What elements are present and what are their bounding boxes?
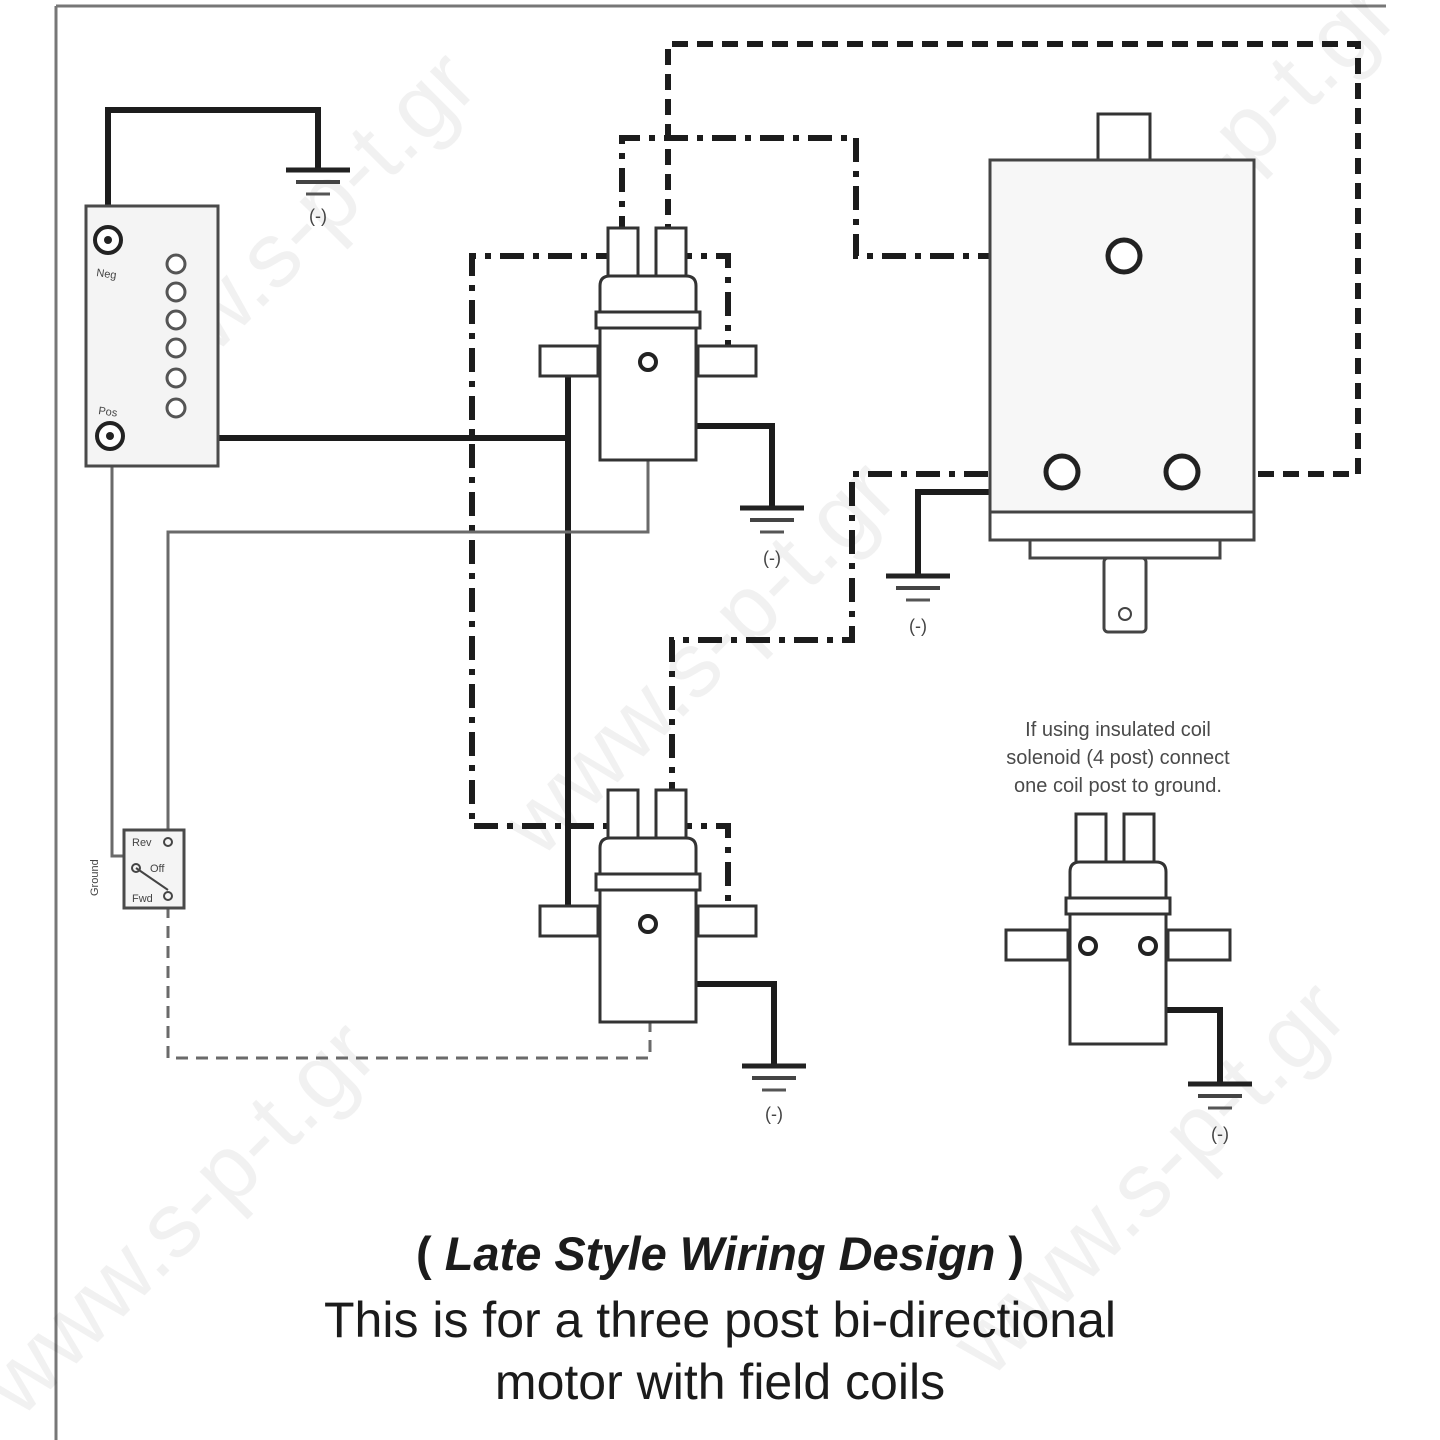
caption-title: ( Late Style Wiring Design )	[0, 1226, 1440, 1281]
note-line-2: solenoid (4 post) connect	[1006, 747, 1230, 769]
caption-line-2: motor with field coils	[494, 1354, 946, 1410]
caption-open-paren: (	[415, 1227, 432, 1280]
top-solenoid-right-post	[696, 344, 758, 378]
note-line-3: one coil post to ground.	[1014, 775, 1222, 797]
strip-terminal-4	[165, 337, 187, 359]
top-solenoid-stud-left	[606, 226, 640, 282]
switch-off-label: Off	[150, 863, 165, 875]
note-solenoid-coil-post-2	[1138, 936, 1158, 956]
top-solenoid-ground-wire	[696, 423, 775, 508]
strip-terminal-2	[165, 281, 187, 303]
ground-label-note: (-)	[1211, 1124, 1229, 1144]
motor-top-shaft	[1096, 112, 1152, 164]
field-wire-bottom	[669, 471, 1060, 806]
ground-symbol-top-solenoid: (-)	[740, 505, 804, 568]
solenoid-loop-wire	[469, 253, 620, 829]
ground-symbol-bottom-solenoid: (-)	[742, 1063, 806, 1124]
bottom-solenoid-right-post	[696, 904, 758, 938]
field-wire-top	[665, 41, 1361, 477]
motor-field-terminal-1	[1043, 453, 1081, 491]
strip-terminal-3	[165, 309, 187, 331]
note-solenoid	[1004, 812, 1232, 1046]
note-text: If using insulated coil solenoid (4 post…	[1006, 719, 1230, 797]
note-solenoid-flange	[1064, 896, 1172, 916]
bottom-solenoid-cap	[598, 836, 698, 876]
switch-lever	[135, 867, 169, 891]
control-box: Neg Pos	[84, 204, 220, 468]
bottom-solenoid-body	[598, 888, 698, 1024]
note-solenoid-stud-left	[1074, 812, 1108, 868]
ground-label-bottom-solenoid: (-)	[765, 1104, 783, 1124]
top-solenoid-left-post	[538, 344, 600, 378]
caption-line-1: This is for a three post bi-directional	[323, 1292, 1117, 1348]
switch-fwd-contact	[163, 891, 173, 901]
bottom-solenoid	[538, 788, 758, 1024]
direction-switch: Rev Off Fwd Ground	[89, 828, 186, 910]
strip-terminal-1	[165, 253, 187, 275]
bottom-solenoid-flange	[594, 872, 702, 892]
motor-armature-terminal	[1105, 237, 1143, 275]
strip-terminal-5	[165, 367, 187, 389]
top-solenoid-cap	[598, 274, 698, 314]
top-solenoid-stud-right	[654, 226, 688, 282]
motor-ground-wire	[915, 489, 992, 576]
top-solenoid-coil-post	[638, 352, 658, 372]
neg-label: Neg	[96, 267, 118, 282]
bottom-solenoid-stud-right	[654, 788, 688, 844]
top-stud-to-right-post	[668, 253, 731, 360]
motor-mount	[1028, 538, 1222, 560]
motor-end-cap	[988, 510, 1256, 542]
pos-label: Pos	[98, 405, 119, 420]
armature-wire	[619, 135, 1120, 259]
note-solenoid-cap	[1068, 860, 1168, 900]
note-line-1: If using insulated coil	[1025, 719, 1211, 741]
top-solenoid-flange	[594, 310, 702, 330]
motor-field-terminal-2	[1163, 453, 1201, 491]
switch-rev-label: Rev	[132, 837, 152, 849]
neg-to-ground-wire	[105, 107, 321, 238]
note-solenoid-coil-post-1	[1078, 936, 1098, 956]
switch-fwd-label: Fwd	[132, 893, 153, 905]
bottom-solenoid-coil-post	[638, 914, 658, 934]
caption-title-text: Late Style Wiring Design	[444, 1227, 996, 1280]
caption-close-paren: )	[1008, 1227, 1025, 1280]
ground-symbol-note: (-)	[1188, 1081, 1252, 1144]
bottom-stud-to-right-post	[668, 823, 731, 920]
control-box-terminal-strip	[165, 253, 187, 419]
note-solenoid-right-post	[1166, 928, 1232, 962]
ground-symbol-motor: (-)	[886, 573, 950, 636]
top-solenoid	[538, 226, 758, 462]
ground-label-top-solenoid: (-)	[763, 548, 781, 568]
bottom-solenoid-ground-wire	[696, 981, 777, 1066]
ground-symbol-top: (-)	[286, 167, 350, 226]
switch-side-label: Ground	[89, 859, 101, 896]
note-solenoid-stud-right	[1122, 812, 1156, 868]
motor-body	[988, 158, 1256, 514]
strip-terminal-6	[165, 397, 187, 419]
motor-shaft	[1102, 556, 1148, 634]
ground-label-top: (-)	[309, 206, 327, 226]
switch-feed-wire	[110, 450, 128, 858]
ground-label-motor: (-)	[909, 616, 927, 636]
bottom-solenoid-left-post	[538, 904, 600, 938]
switch-common-contact	[131, 863, 141, 873]
pos-terminal-center	[106, 432, 114, 440]
motor	[988, 112, 1256, 634]
motor-shaft-hole	[1118, 607, 1132, 621]
note-solenoid-body	[1068, 912, 1168, 1046]
note-solenoid-left-post	[1004, 928, 1070, 962]
top-solenoid-body	[598, 326, 698, 462]
neg-terminal-center	[104, 236, 112, 244]
switch-rev-contact	[163, 837, 173, 847]
switch-body	[122, 828, 186, 910]
bottom-solenoid-stud-left	[606, 788, 640, 844]
